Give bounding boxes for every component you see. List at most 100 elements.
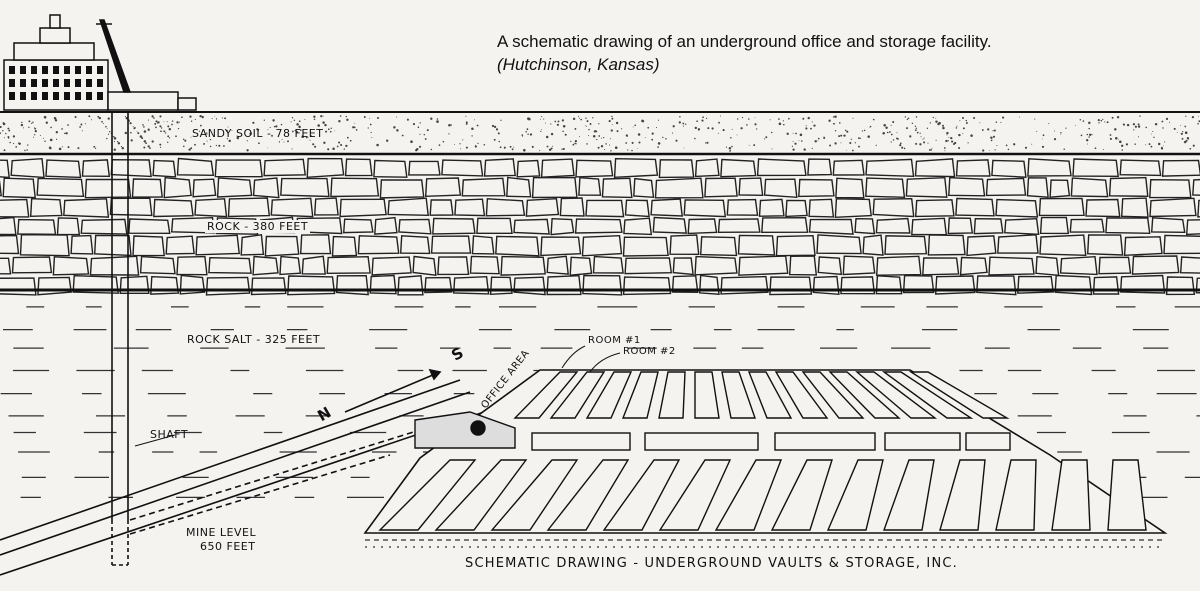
- soil-speck: [843, 134, 846, 137]
- rock-stone: [1039, 216, 1070, 235]
- soil-speck: [574, 142, 576, 145]
- soil-speck: [258, 142, 260, 145]
- soil-speck: [962, 117, 964, 119]
- soil-speck: [802, 117, 805, 120]
- soil-speck: [803, 148, 806, 151]
- rock-stone: [1179, 256, 1200, 274]
- drawing-footer: SCHEMATIC DRAWING - UNDERGROUND VAULTS &…: [465, 556, 958, 571]
- soil-speck: [807, 116, 810, 120]
- soil-speck: [858, 145, 860, 148]
- soil-speck: [929, 122, 931, 124]
- soil-speck: [171, 120, 174, 122]
- rock-stone: [89, 255, 140, 276]
- soil-speck: [899, 142, 902, 145]
- soil-speck: [322, 115, 324, 117]
- soil-speck: [39, 134, 41, 136]
- soil-speck: [694, 137, 696, 140]
- soil-speck: [105, 125, 107, 128]
- soil-speck: [1053, 138, 1057, 141]
- soil-speck: [1132, 123, 1136, 126]
- mine-level-label: MINE LEVEL: [186, 526, 257, 539]
- soil-speck: [814, 140, 817, 143]
- rock-stone: [976, 275, 1017, 296]
- soil-speck: [369, 123, 372, 126]
- soil-speck: [955, 127, 958, 129]
- storage-room: [855, 371, 938, 419]
- soil-speck: [1148, 143, 1151, 146]
- soil-speck: [442, 140, 445, 143]
- soil-speck: [28, 120, 31, 123]
- soil-speck: [541, 116, 543, 118]
- soil-speck: [1122, 123, 1125, 126]
- soil-speck: [562, 147, 565, 151]
- soil-speck: [682, 125, 684, 127]
- soil-speck: [44, 140, 46, 142]
- rock-stone: [832, 159, 865, 176]
- rock-stone: [1085, 198, 1121, 218]
- rock-stone: [1054, 274, 1093, 296]
- soil-speck: [782, 120, 785, 122]
- soil-speck: [1188, 138, 1190, 140]
- soil-speck: [655, 127, 658, 129]
- soil-speck: [330, 127, 332, 129]
- soil-speck: [1060, 131, 1062, 134]
- rock-stone: [1195, 277, 1200, 294]
- rock-stone: [842, 255, 876, 276]
- rock-stone: [988, 256, 1035, 276]
- soil-speck: [770, 131, 773, 134]
- soil-speck: [987, 128, 990, 131]
- soil-speck: [707, 127, 710, 130]
- floor-dashed-edge: [365, 539, 1165, 548]
- storage-room: [621, 371, 659, 419]
- soil-speck: [631, 149, 633, 152]
- soil-speck: [1111, 116, 1114, 119]
- soil-speck: [338, 141, 341, 144]
- soil-speck: [22, 127, 25, 129]
- rock-stone: [371, 256, 412, 276]
- soil-speck: [786, 132, 789, 135]
- building-window: [86, 66, 92, 74]
- rock-stone: [582, 274, 623, 296]
- soil-speck: [32, 121, 34, 124]
- soil-speck: [846, 149, 848, 151]
- soil-speck: [424, 138, 427, 140]
- rock-stone: [798, 178, 835, 198]
- storage-room: [828, 371, 901, 419]
- soil-speck: [371, 137, 373, 138]
- soil-speck: [783, 123, 785, 126]
- soil-speck: [130, 139, 133, 142]
- rock-stone: [574, 218, 623, 234]
- building-window: [53, 92, 59, 100]
- storage-room: [881, 371, 974, 419]
- soil-speck: [107, 117, 110, 120]
- soil-speck: [325, 130, 328, 133]
- soil-speck: [578, 117, 581, 119]
- rock-stone: [500, 255, 546, 276]
- soil-speck: [928, 148, 931, 151]
- soil-speck: [314, 145, 317, 148]
- rock-stone: [1069, 218, 1105, 233]
- soil-speck: [1185, 115, 1187, 117]
- soil-speck: [352, 126, 355, 129]
- building-window: [31, 66, 37, 74]
- soil-speck: [367, 127, 369, 129]
- rock-stone: [1004, 217, 1040, 236]
- soil-speck: [850, 138, 852, 140]
- rock-stone: [80, 218, 128, 235]
- soil-speck: [883, 124, 886, 127]
- rock-stone: [45, 159, 82, 179]
- rock-stone: [0, 257, 12, 275]
- soil-speck: [592, 134, 596, 138]
- soil-speck: [77, 147, 80, 150]
- soil-speck: [147, 145, 150, 148]
- soil-speck: [436, 118, 439, 120]
- soil-speck: [474, 119, 475, 121]
- soil-speck: [298, 125, 301, 129]
- soil-speck: [982, 149, 985, 152]
- rock-stone: [1049, 179, 1071, 198]
- soil-speck: [882, 131, 885, 135]
- soil-speck: [706, 141, 709, 144]
- soil-speck: [190, 136, 192, 138]
- soil-speck: [603, 136, 605, 139]
- caption-subtitle: (Hutchinson, Kansas): [497, 55, 660, 74]
